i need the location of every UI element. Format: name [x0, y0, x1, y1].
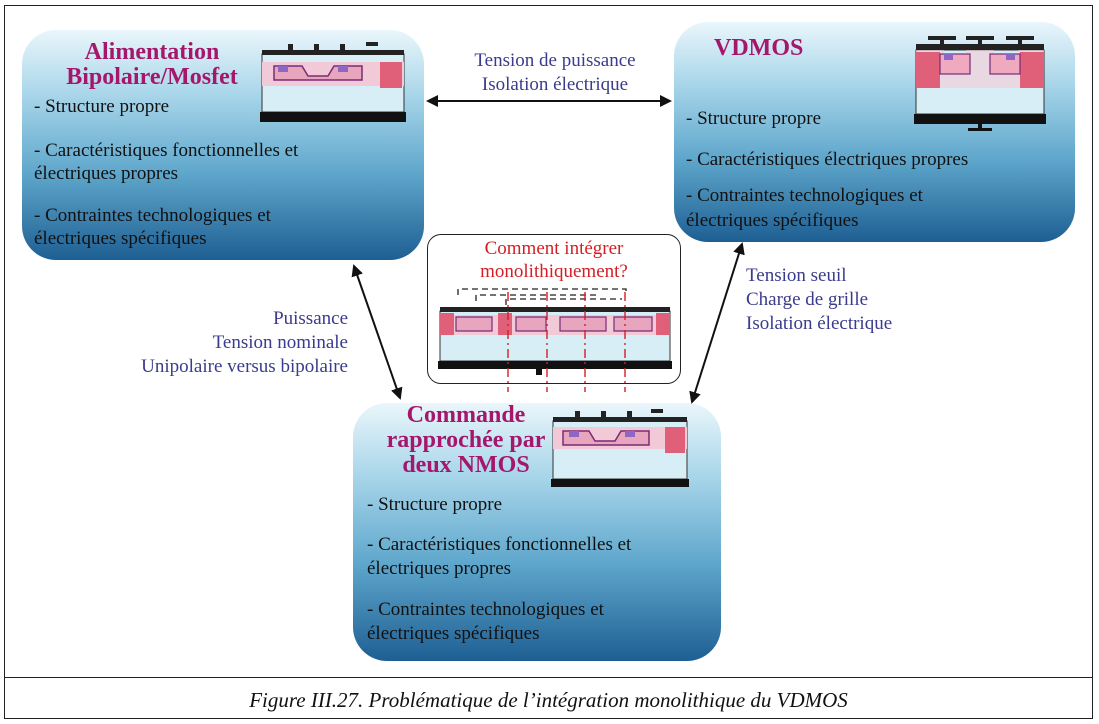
left-link-label-1: Puissance: [273, 308, 348, 329]
commande-device-icon: [551, 409, 689, 487]
right-link-label-2: Charge de grille: [746, 289, 869, 310]
left-link-label-2: Tension nominale: [212, 332, 348, 353]
alimentation-item-3: électriques propres: [34, 163, 179, 184]
question-line2: monolithiquement?: [480, 261, 628, 282]
commande-item-3: électriques propres: [367, 558, 512, 579]
integration-question-box: Comment intégrer monolithiquement?: [427, 234, 681, 384]
right-link-label-3: Isolation électrique: [746, 313, 893, 334]
alimentation-item-1: - Structure propre: [34, 96, 170, 117]
commande-title: Commande rapprochée par deux NMOS: [371, 403, 561, 478]
integrated-device-icon: [438, 288, 672, 375]
vdmos-title: VDMOS: [714, 35, 804, 61]
commande-box: Commande rapprochée par deux NMOS - Stru…: [353, 403, 721, 661]
figure-caption: Figure III.27. Problématique de l’intégr…: [249, 688, 848, 712]
top-link-label-1: Tension de puissance: [474, 50, 636, 71]
alimentation-device-icon: [260, 42, 406, 122]
top-link-label-2: Isolation électrique: [481, 74, 629, 95]
alimentation-item-4: - Contraintes technologiques et: [34, 205, 271, 226]
red-dashed-lines: [507, 292, 626, 392]
commande-item-2: - Caractéristiques fonctionnelles et: [367, 534, 632, 555]
alimentation-item-2: - Caractéristiques fonctionnelles et: [34, 140, 299, 161]
commande-title-line1: Commande: [406, 402, 526, 428]
vdmos-box: VDMOS - Structure propre - Caractéristiq…: [674, 22, 1075, 242]
caption-divider: [4, 677, 1093, 678]
alimentation-title: Alimentation Bipolaire/Mosfet: [42, 40, 262, 90]
vdmos-item-2: - Caractéristiques électriques propres: [686, 149, 969, 170]
vdmos-item-3: - Contraintes technologiques et: [686, 185, 923, 206]
commande-item-1: - Structure propre: [367, 494, 503, 515]
vdmos-item-1: - Structure propre: [686, 108, 822, 129]
alimentation-box: Alimentation Bipolaire/Mosfet - Structur…: [22, 30, 424, 260]
vdmos-device-icon: [914, 36, 1046, 131]
right-arrow: [689, 242, 745, 404]
commande-item-5: électriques spécifiques: [367, 623, 540, 644]
alimentation-item-5: électriques spécifiques: [34, 228, 207, 249]
commande-title-line3: deux NMOS: [402, 452, 530, 478]
figure-frame: [4, 5, 1093, 719]
alimentation-title-line1: Alimentation: [84, 39, 220, 65]
left-link-label-3: Unipolaire versus bipolaire: [141, 356, 348, 377]
commande-title-line2: rapprochée par: [386, 427, 546, 453]
right-link-label-1: Tension seuil: [746, 265, 847, 286]
vdmos-item-4: électriques spécifiques: [686, 210, 859, 231]
left-arrow: [351, 264, 403, 400]
commande-item-4: - Contraintes technologiques et: [367, 599, 604, 620]
question-line1: Comment intégrer: [484, 238, 624, 259]
alimentation-title-line2: Bipolaire/Mosfet: [66, 64, 238, 90]
